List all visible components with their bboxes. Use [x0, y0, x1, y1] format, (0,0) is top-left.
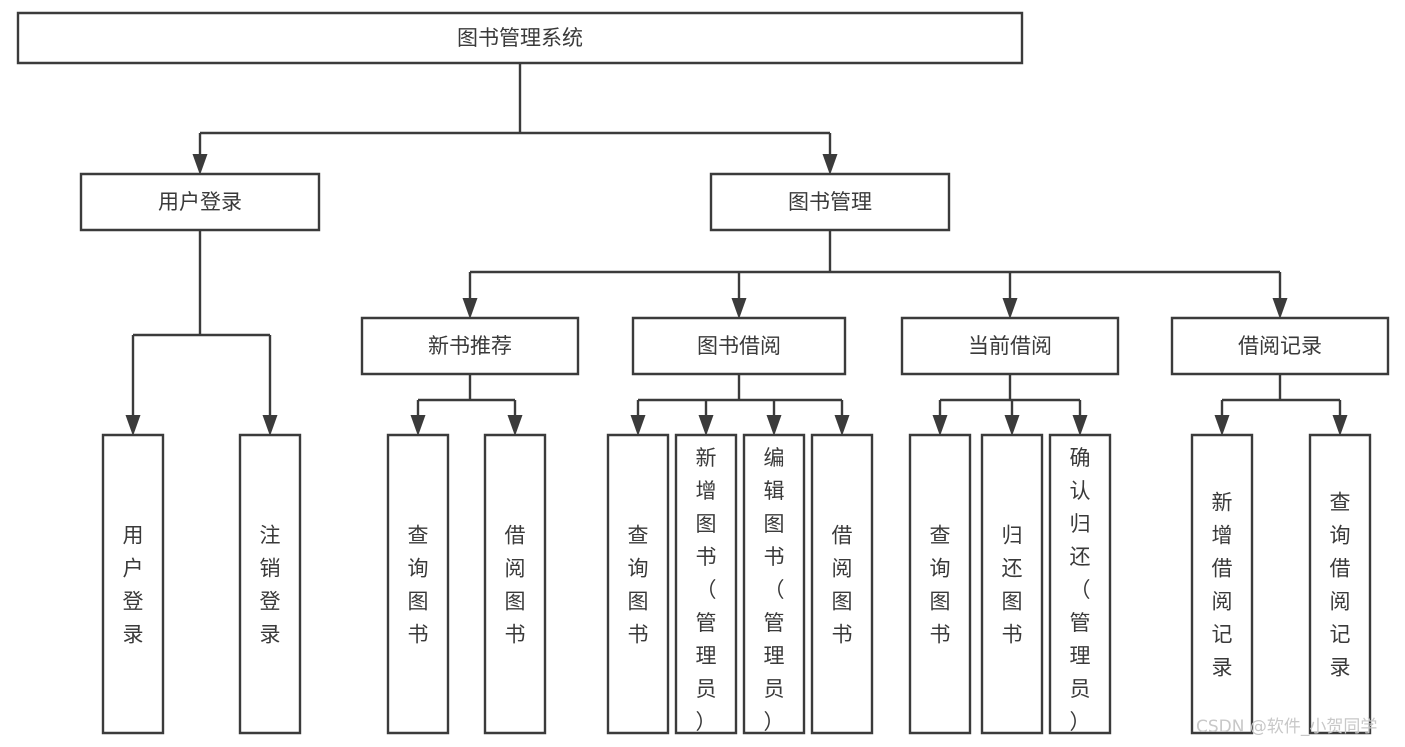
- node-label: 借阅图书: [505, 524, 526, 647]
- node-label: 图书管理: [788, 190, 872, 214]
- node-box[interactable]: [982, 435, 1042, 733]
- connector-arrow-icon: [698, 415, 714, 436]
- node-leaf-query-record[interactable]: 查询借阅记录: [1310, 435, 1370, 733]
- node-box[interactable]: [1192, 435, 1252, 733]
- node-label: 新书推荐: [428, 334, 512, 358]
- node-box[interactable]: [1050, 435, 1110, 733]
- node-leaf-borrow-book-a[interactable]: 借阅图书: [485, 435, 545, 733]
- node-book-management[interactable]: 图书管理: [711, 174, 949, 230]
- node-box[interactable]: [81, 174, 319, 230]
- node-box[interactable]: [711, 174, 949, 230]
- connector-newbook-to-leaves: [416, 374, 517, 416]
- node-leaf-query-book-c[interactable]: 查询图书: [910, 435, 970, 733]
- node-box[interactable]: [485, 435, 545, 733]
- node-box[interactable]: [1172, 318, 1388, 374]
- connector-borrowrecord-to-leaves: [1220, 374, 1342, 416]
- connector-arrow-icon: [766, 415, 782, 436]
- node-label: 归还图书: [1002, 524, 1023, 647]
- connector-arrow-icon: [822, 154, 838, 175]
- node-label: 借阅图书: [832, 524, 853, 647]
- node-label: 查询图书: [930, 524, 951, 647]
- node-label: 编辑图书（管理员）: [764, 446, 785, 734]
- node-new-book-recommend[interactable]: 新书推荐: [362, 318, 578, 374]
- connector-layer: [125, 63, 1348, 436]
- node-layer: 图书管理系统用户登录图书管理新书推荐图书借阅当前借阅借阅记录用户登录注销登录查询…: [18, 13, 1388, 734]
- connector-bookmgmt-to-level2: [468, 230, 1282, 299]
- node-user-login[interactable]: 用户登录: [81, 174, 319, 230]
- node-label: 注销登录: [260, 524, 281, 647]
- connector-arrow-icon: [834, 415, 850, 436]
- connector-arrow-icon: [1214, 415, 1230, 436]
- node-label: 确认归还（管理员）: [1070, 446, 1091, 734]
- node-leaf-edit-book[interactable]: 编辑图书（管理员）: [744, 435, 804, 734]
- connector-arrow-icon: [462, 298, 478, 319]
- connector-arrow-icon: [1072, 415, 1088, 436]
- node-leaf-logout[interactable]: 注销登录: [240, 435, 300, 733]
- node-box[interactable]: [103, 435, 163, 733]
- node-leaf-borrow-book-b[interactable]: 借阅图书: [812, 435, 872, 733]
- node-box[interactable]: [1310, 435, 1370, 733]
- connector-arrow-icon: [1272, 298, 1288, 319]
- node-box[interactable]: [744, 435, 804, 733]
- node-label: 新增图书（管理员）: [696, 446, 717, 734]
- node-label: 用户登录: [123, 524, 144, 647]
- node-label: 图书借阅: [697, 334, 781, 358]
- node-label: 图书管理系统: [457, 26, 583, 50]
- node-leaf-add-record[interactable]: 新增借阅记录: [1192, 435, 1252, 733]
- node-leaf-user-login[interactable]: 用户登录: [103, 435, 163, 733]
- node-box[interactable]: [362, 318, 578, 374]
- node-label: 新增借阅记录: [1212, 491, 1233, 680]
- node-label: 查询图书: [408, 524, 429, 647]
- node-box[interactable]: [608, 435, 668, 733]
- node-box[interactable]: [633, 318, 845, 374]
- node-leaf-add-book[interactable]: 新增图书（管理员）: [676, 435, 736, 734]
- node-current-borrow[interactable]: 当前借阅: [902, 318, 1118, 374]
- node-label: 当前借阅: [968, 334, 1052, 358]
- node-label: 查询图书: [628, 524, 649, 647]
- connector-arrow-icon: [731, 298, 747, 319]
- connector-arrow-icon: [125, 415, 141, 436]
- csdn-watermark: CSDN @软件_小贺同学: [1196, 717, 1377, 737]
- node-borrow-record[interactable]: 借阅记录: [1172, 318, 1388, 374]
- connector-root-to-level1: [198, 63, 832, 155]
- node-leaf-return-book[interactable]: 归还图书: [982, 435, 1042, 733]
- connector-arrow-icon: [262, 415, 278, 436]
- connector-arrow-icon: [1002, 298, 1018, 319]
- connector-arrow-icon: [192, 154, 208, 175]
- node-box[interactable]: [812, 435, 872, 733]
- node-label: 用户登录: [158, 190, 242, 214]
- node-leaf-query-book-a[interactable]: 查询图书: [388, 435, 448, 733]
- connector-userlogin-to-leaves: [131, 230, 272, 416]
- connector-arrow-icon: [630, 415, 646, 436]
- connector-arrow-icon: [507, 415, 523, 436]
- connector-arrow-icon: [932, 415, 948, 436]
- node-box[interactable]: [18, 13, 1022, 63]
- node-box[interactable]: [240, 435, 300, 733]
- node-box[interactable]: [388, 435, 448, 733]
- connector-arrow-icon: [1332, 415, 1348, 436]
- node-leaf-query-book-b[interactable]: 查询图书: [608, 435, 668, 733]
- node-box[interactable]: [902, 318, 1118, 374]
- node-root[interactable]: 图书管理系统: [18, 13, 1022, 63]
- node-book-borrow[interactable]: 图书借阅: [633, 318, 845, 374]
- connector-arrow-icon: [410, 415, 426, 436]
- node-box[interactable]: [676, 435, 736, 733]
- node-label: 借阅记录: [1238, 334, 1322, 358]
- node-box[interactable]: [910, 435, 970, 733]
- node-leaf-confirm-return[interactable]: 确认归还（管理员）: [1050, 435, 1110, 734]
- node-label: 查询借阅记录: [1330, 491, 1351, 680]
- connector-bookborrow-to-leaves: [636, 374, 844, 416]
- connector-arrow-icon: [1004, 415, 1020, 436]
- connector-currentborrow-to-leaves: [938, 374, 1082, 416]
